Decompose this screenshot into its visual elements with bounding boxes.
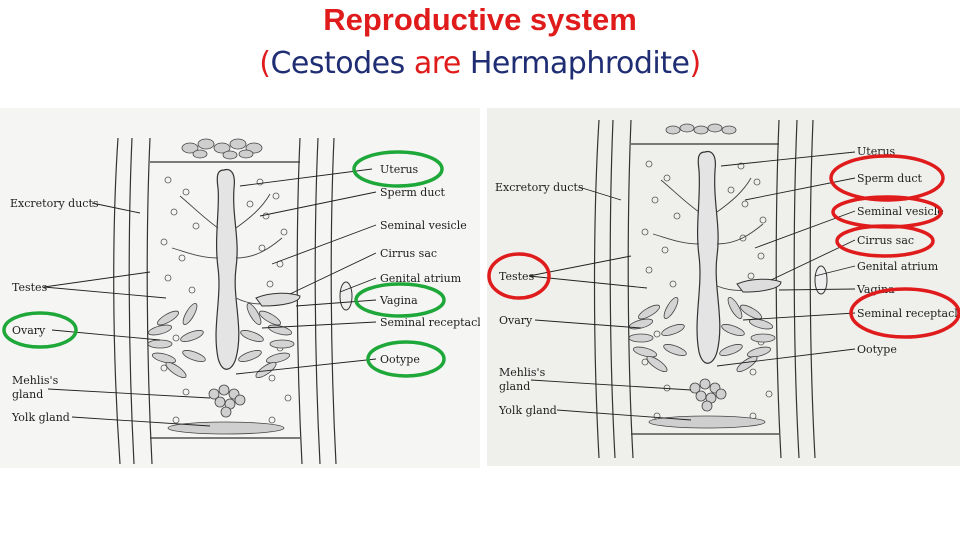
label-sperm-duct: Sperm duct	[380, 186, 446, 199]
highlight-vagina	[354, 282, 446, 318]
label-genital-atrium: Genital atrium	[857, 260, 939, 273]
label-ovary: Ovary	[12, 324, 46, 337]
subtitle-hermaphrodite: Hermaphrodite	[469, 46, 690, 81]
top-egg-row	[181, 138, 263, 160]
label-cirrus-sac: Cirrus sac	[857, 234, 914, 247]
right-diagram: Uterus Sperm duct Seminal vesicle Cirrus…	[487, 119, 960, 459]
left-diagram-panel: Uterus Sperm duct Seminal vesicle Cirrus…	[0, 108, 480, 468]
leader-lines	[528, 151, 856, 421]
label-excretory-ducts: Excretory ducts	[10, 197, 99, 210]
highlight-sperm-duct	[829, 154, 945, 202]
label-testes: Testes	[12, 281, 48, 294]
right-diagram-panel: Uterus Sperm duct Seminal vesicle Cirrus…	[487, 108, 960, 466]
label-vagina: Vagina	[856, 283, 895, 296]
subtitle-open-paren: (	[259, 46, 271, 81]
subtitle-cestodes: Cestodes	[270, 46, 405, 81]
label-mehlis-line1: Mehlis's	[12, 374, 59, 387]
label-yolk-gland: Yolk gland	[11, 411, 70, 424]
label-cirrus-sac: Cirrus sac	[380, 247, 437, 260]
label-excretory-ducts: Excretory ducts	[495, 181, 584, 194]
highlight-ovary	[2, 311, 78, 349]
slide-subtitle: (Cestodes are Hermaphrodite)	[0, 46, 960, 81]
label-mehlis-line2: gland	[12, 388, 43, 401]
label-seminal-receptacle: Seminal receptacle	[380, 316, 480, 329]
highlight-ootype	[366, 340, 446, 378]
label-vagina: Vagina	[379, 294, 418, 307]
label-sperm-duct: Sperm duct	[857, 172, 923, 185]
label-testes: Testes	[499, 270, 535, 283]
highlight-seminal-receptacle	[849, 287, 960, 339]
subtitle-are: are	[413, 46, 462, 81]
label-ovary: Ovary	[499, 314, 533, 327]
uterus-tube	[215, 168, 240, 370]
bottom-band	[167, 421, 285, 435]
label-yolk-gland: Yolk gland	[498, 404, 557, 417]
slide-title: Reproductive system	[323, 2, 637, 37]
cirrus-sac	[255, 281, 353, 311]
top-egg-row	[665, 123, 737, 135]
green-highlights	[2, 150, 446, 378]
label-ootype: Ootype	[380, 353, 420, 366]
ovary-lobes	[628, 297, 776, 373]
proglottid-body	[113, 137, 337, 465]
red-highlights	[487, 154, 960, 339]
yolk-gland	[689, 378, 727, 412]
label-mehlis-line1: Mehlis's	[499, 366, 546, 379]
highlight-testes	[487, 252, 551, 300]
left-diagram: Uterus Sperm duct Seminal vesicle Cirrus…	[2, 137, 480, 465]
ovary-lobes	[147, 303, 295, 379]
highlight-cirrus-sac	[835, 224, 935, 258]
label-seminal-vesicle: Seminal vesicle	[380, 219, 467, 232]
label-uterus: Uterus	[380, 163, 419, 176]
leader-lines	[43, 168, 377, 427]
label-ootype: Ootype	[857, 343, 897, 356]
label-mehlis-line2: gland	[499, 380, 530, 393]
testes-dots	[160, 176, 292, 424]
cirrus-sac	[736, 265, 828, 295]
testes-dots	[641, 160, 773, 420]
highlight-uterus	[352, 150, 444, 188]
label-seminal-vesicle: Seminal vesicle	[857, 205, 944, 218]
uterus-tube	[696, 150, 721, 364]
label-seminal-receptacle: Seminal receptacle	[857, 307, 960, 320]
subtitle-close-paren: )	[689, 46, 702, 81]
yolk-gland	[208, 384, 246, 418]
label-genital-atrium: Genital atrium	[380, 272, 462, 285]
